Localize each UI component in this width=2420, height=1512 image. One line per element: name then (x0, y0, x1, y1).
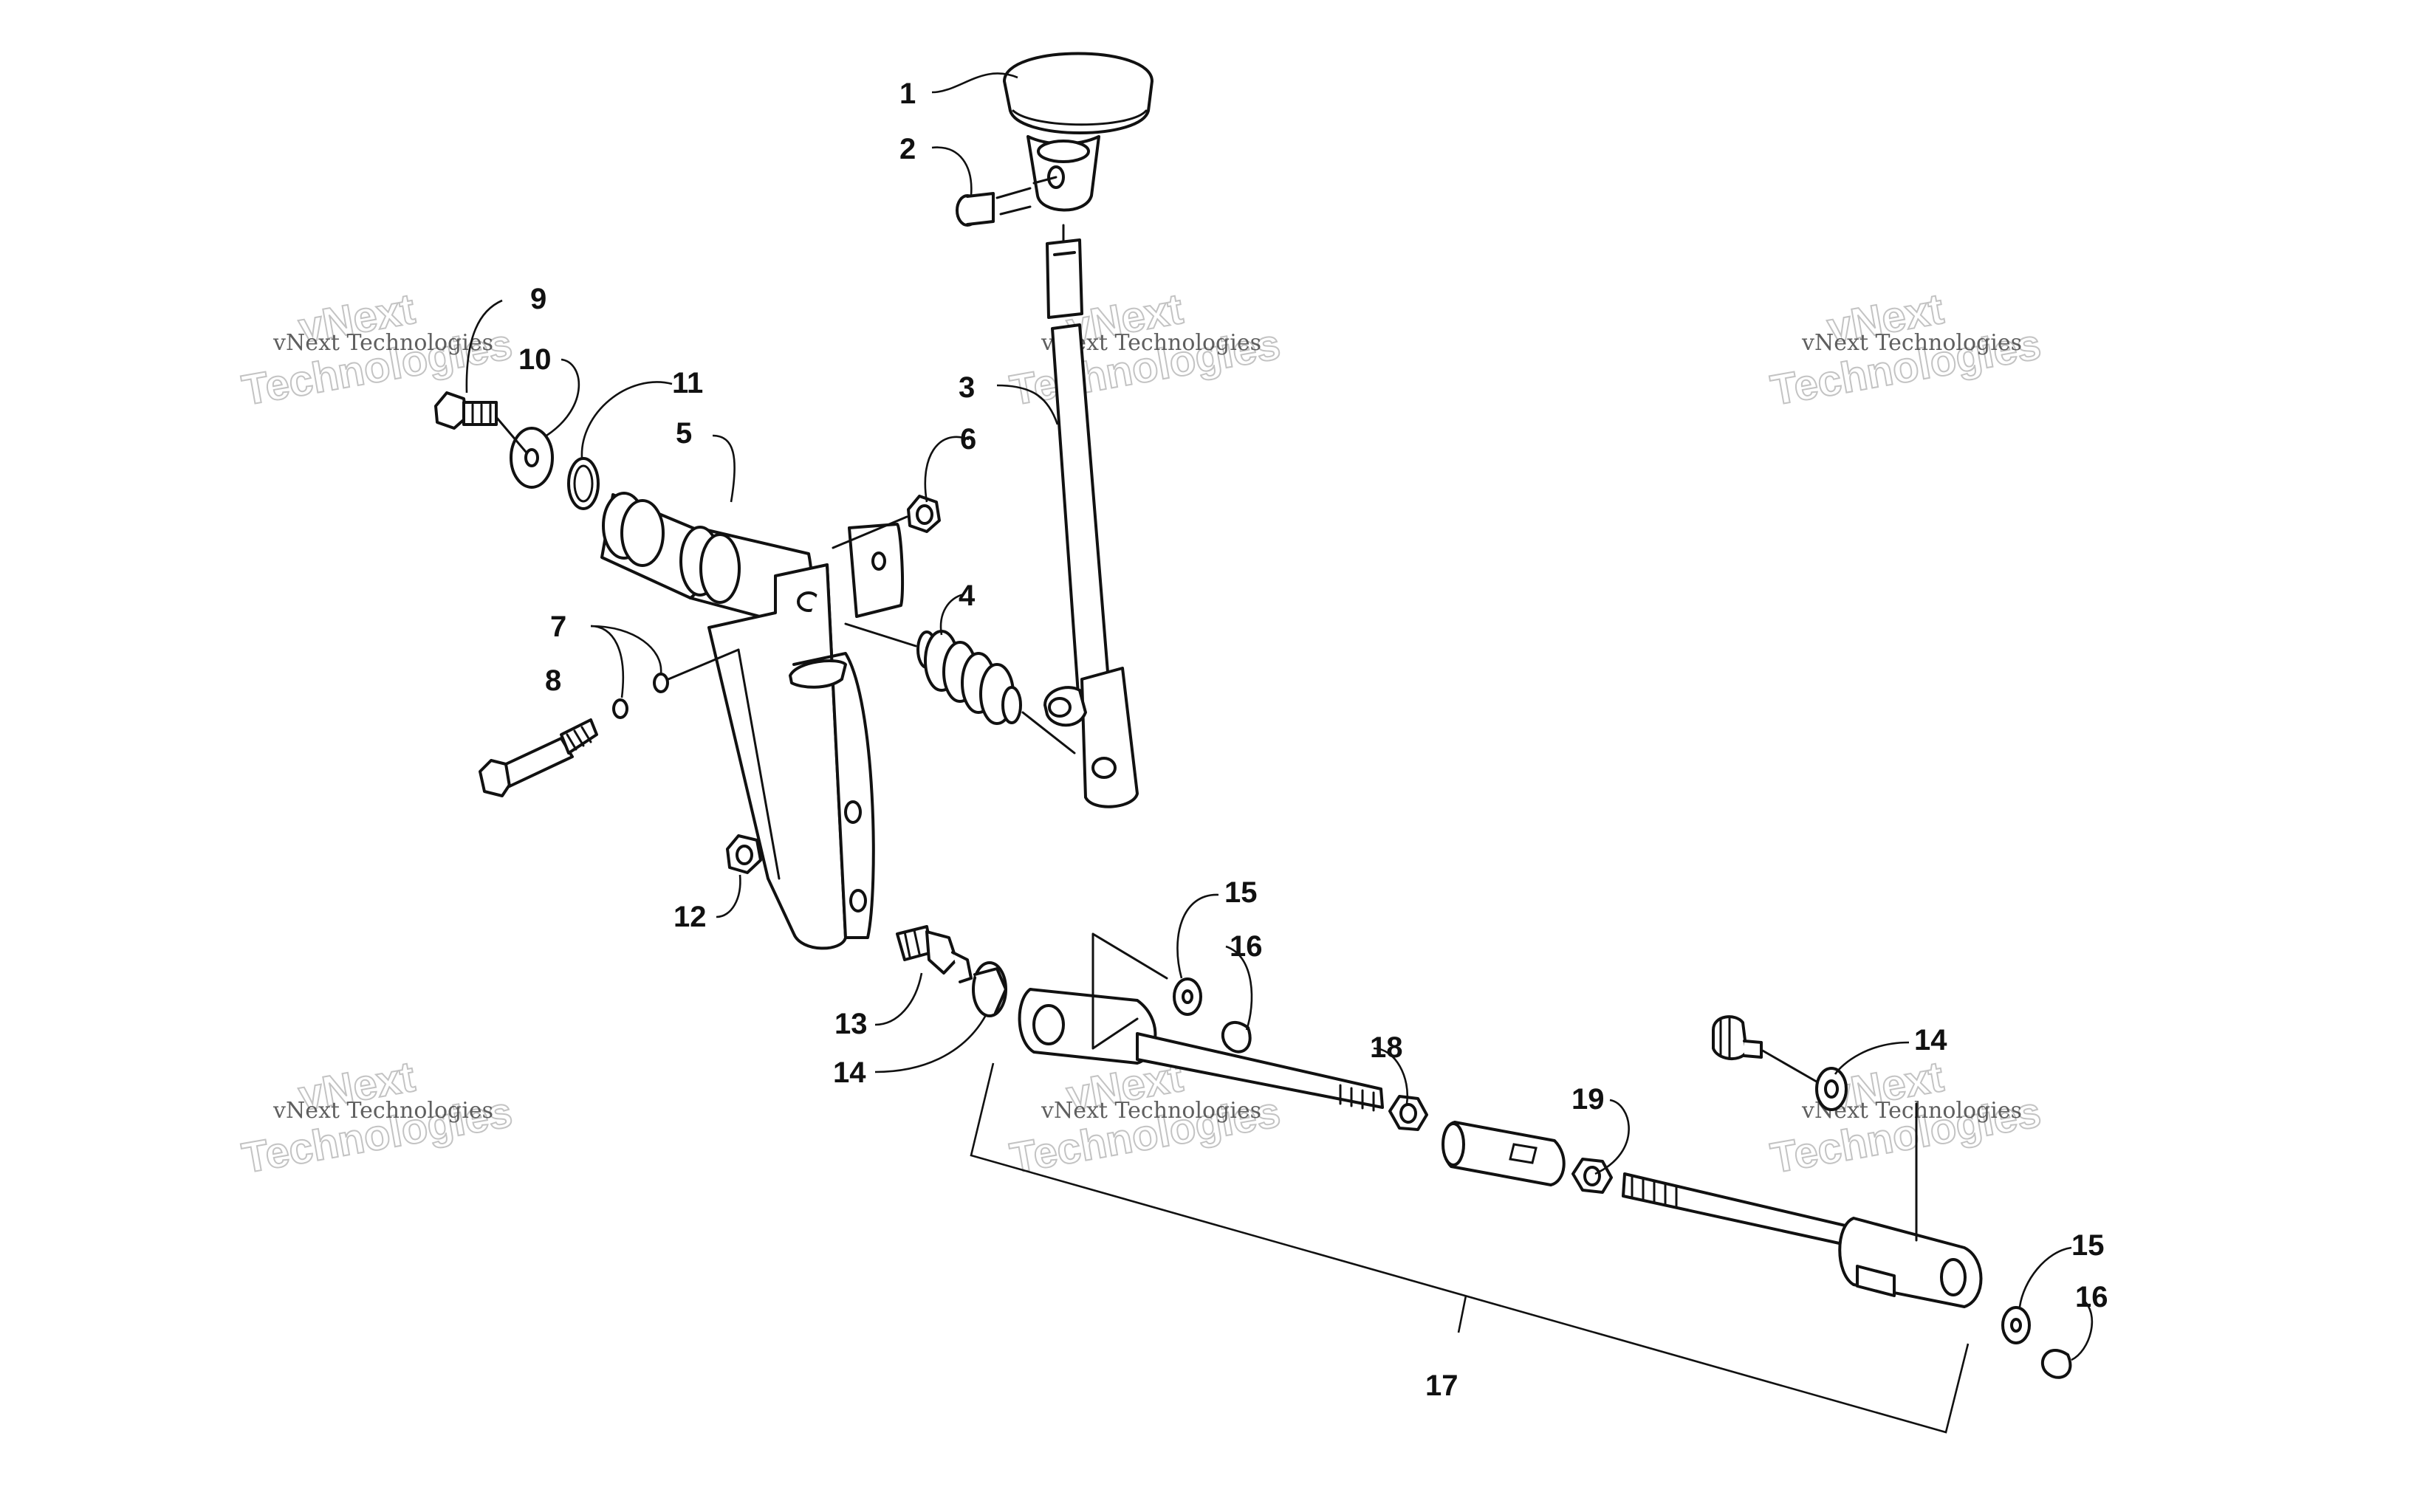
jam-nut-19 (1571, 1158, 1613, 1194)
watermark-bottom-right: Technologies vNext vNext Technologies (1766, 1052, 2045, 1183)
watermark-caption: vNext Technologies (272, 1098, 493, 1124)
rod-end-left (1018, 932, 1384, 1112)
shift-knob (1003, 52, 1154, 212)
e-clip-16-lower (2040, 1348, 2072, 1379)
callout-3: 3 (959, 371, 975, 404)
callout-4: 4 (959, 580, 976, 612)
callout-13: 13 (834, 1008, 868, 1040)
washers-7 (612, 648, 740, 719)
callout-7: 7 (550, 611, 566, 643)
flat-washer-10 (495, 416, 554, 489)
callout-8: 8 (545, 664, 561, 697)
callout-5: 5 (676, 417, 692, 450)
bushing-14 (972, 961, 1007, 1017)
return-spring (844, 622, 1076, 755)
callout-6: 6 (960, 423, 976, 456)
shift-lever-rod (1043, 224, 1139, 808)
flange-nut-6 (832, 495, 941, 549)
watermark-top-right: Technologies vNext vNext Technologies (1766, 284, 2045, 416)
callout-1: 1 (899, 78, 916, 110)
callout-16-lower: 16 (2075, 1281, 2108, 1313)
callout-12: 12 (673, 901, 707, 933)
callout-15-lower: 15 (2071, 1229, 2105, 1262)
callout-15: 15 (1224, 876, 1258, 909)
watermark-bottom-left: Technologies vNext vNext Technologies (238, 1052, 516, 1183)
shift-bracket (707, 523, 905, 950)
knob-screw (956, 176, 1058, 227)
watermark-top-left: Technologies vNext vNext Technologies (238, 284, 516, 416)
assembly-bracket-17 (970, 1062, 1970, 1434)
callout-16: 16 (1230, 930, 1263, 963)
watermark-top-center: Technologies vNext vNext Technologies (1006, 284, 1284, 416)
washer-15-lower (2001, 1306, 2031, 1344)
callout-17: 17 (1425, 1370, 1458, 1402)
rod-coupler (1442, 1121, 1566, 1186)
ball-stud-right (1712, 1015, 1822, 1085)
callout-11: 11 (672, 367, 703, 399)
watermark-caption: vNext Technologies (272, 330, 493, 356)
flange-bolt-9 (434, 391, 498, 430)
washer-15-upper (1173, 977, 1202, 1016)
o-ring-11 (567, 457, 600, 510)
bushing-14-right (1815, 1067, 1848, 1111)
leader-lines (465, 72, 2094, 1361)
callout-10: 10 (518, 343, 552, 376)
ball-stud-13 (896, 925, 973, 983)
e-clip-16-upper (1221, 1021, 1252, 1054)
watermark-caption: vNext Technologies (1041, 1098, 1261, 1124)
rod-end-right (1622, 1102, 1983, 1308)
callout-14: 14 (833, 1056, 866, 1089)
pivot-bolt-8 (479, 718, 598, 797)
callout-19: 19 (1571, 1083, 1605, 1116)
assembly-bracket-tick (1457, 1295, 1467, 1333)
flange-nut-12 (726, 834, 762, 874)
callout-18: 18 (1370, 1031, 1403, 1064)
watermark-caption: vNext Technologies (1801, 330, 2022, 356)
callout-9: 9 (530, 283, 546, 315)
jam-nut-18 (1388, 1095, 1428, 1131)
callout-2: 2 (899, 133, 916, 165)
callout-14-right: 14 (1914, 1024, 1947, 1056)
